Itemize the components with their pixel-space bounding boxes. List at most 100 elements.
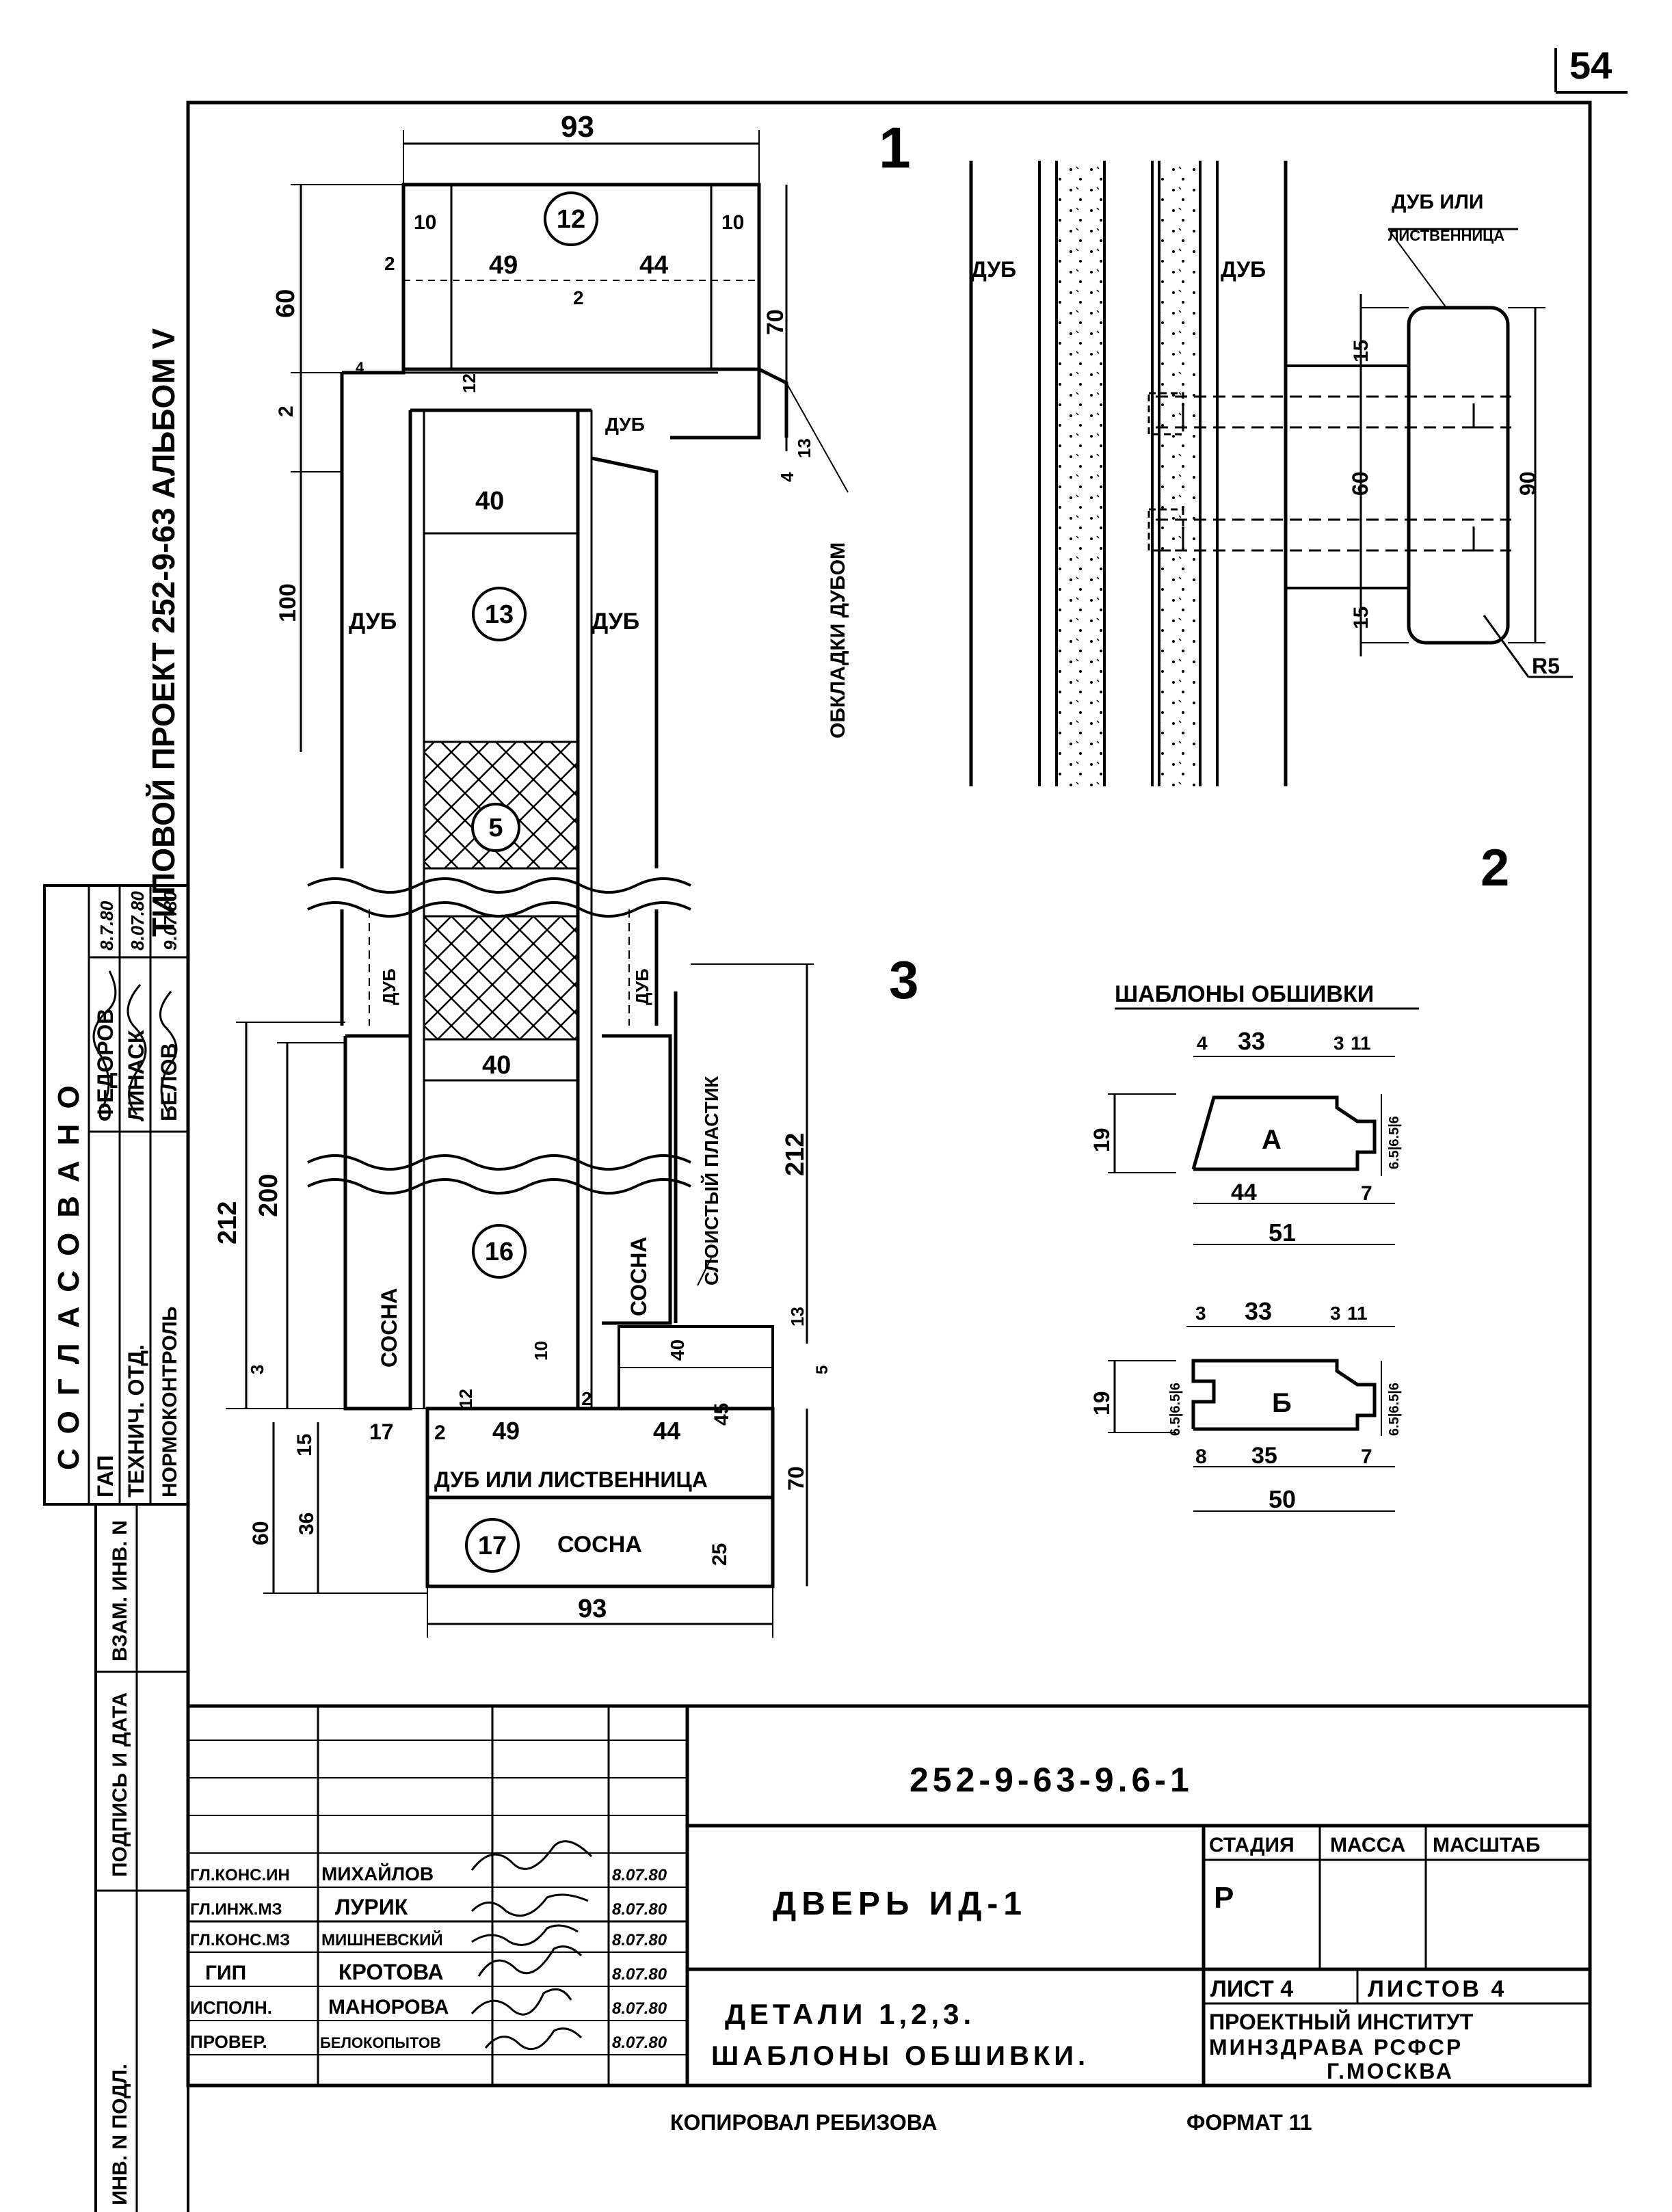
approval-role-2: ТЕХНИЧ. ОТД. [124,1344,148,1497]
dim3-200: 200 [254,1174,283,1217]
signer-date-3: 8.07.80 [612,1931,667,1949]
approval-name-3: БЕЛОВ [157,1043,181,1121]
dim3-10: 10 [531,1341,551,1361]
signature-scribble [470,1893,589,1917]
sheet-title-1: ДЕТАЛИ 1,2,3. [725,1998,975,2030]
org-line-1: ПРОЕКТНЫЙ ИНСТИТУТ [1209,2010,1474,2034]
dim3-70: 70 [784,1466,808,1491]
position-marks: 12 13 5 16 17 [465,191,598,1573]
detail-1-drawing [307,183,788,1588]
dim3-15: 15 [293,1434,316,1456]
d2-dim-60: 60 [1348,471,1372,496]
signer-role-1: ГЛ.КОНС.ИН [190,1866,290,1884]
signer-role-4: ГИП [205,1962,246,1984]
signer-date-5: 8.07.80 [612,1999,667,2018]
signer-name-6: БЕЛОКОПЫТОВ [320,2034,441,2051]
sheet-number: 54 [1569,44,1612,87]
approval-date-2: 8.07.80 [127,891,148,950]
mark-12: 12 [557,205,585,234]
object-name: ДВЕРЬ ИД-1 [773,1886,1027,1922]
sign-date-label: ПОДПИСЬ И ДАТА [109,1692,131,1877]
d2-label-oak-left: ДУБ [971,257,1016,282]
dim-12: 12 [459,373,479,393]
signature-scribble [470,1840,593,1871]
d2-dim-90: 90 [1515,471,1540,496]
signer-name-3: МИШНЕВСКИЙ [321,1930,443,1949]
mark-circle [472,587,527,641]
dim-4-b: 4 [777,472,797,482]
label-oak-vertical-2: ДУБ [632,968,652,1005]
label-pine-right: СОСНА [626,1236,651,1316]
label-oak-lining: ОБКЛАДКИ ДУБОМ [827,542,849,738]
template-B-dim-3a: 3 [1195,1303,1206,1324]
template-B-dim-33: 33 [1245,1297,1272,1325]
dim-2-a: 2 [384,253,395,274]
mass-header: МАССА [1330,1834,1405,1856]
sheets-value: ЛИСТОВ 4 [1368,1976,1507,2002]
template-A-height: 19 [1089,1128,1114,1152]
signer-name-1: МИХАЙЛОВ [321,1863,434,1884]
sheet-title-2: ШАБЛОНЫ ОБШИВКИ. [711,2041,1089,2071]
left-stamp: ВЗАМ. ИНВ. N ПОДПИСЬ И ДАТА ИНВ. N ПОДЛ. [94,1503,189,2212]
dim3-2-a: 2 [434,1422,446,1444]
label-pine-left: СОСНА [377,1288,401,1368]
label-oak-right: ДУБ [592,609,639,635]
template-B-left-dims: 6.5|6.5|6 [1168,1383,1183,1436]
template-B-right-dims: 6.5|6.5|6 [1387,1383,1402,1436]
template-A-dim-4: 4 [1197,1032,1208,1054]
dim-10-right: 10 [721,211,744,234]
mark-16: 16 [485,1238,514,1266]
signer-role-2: ГЛ.ИНЖ.МЗ [190,1900,282,1919]
dim3-17: 17 [369,1420,394,1444]
template-B-dim-3b: 3 [1330,1303,1341,1324]
mark-circle [472,1224,527,1279]
detail-2-drawing [969,161,1573,786]
template-A-dim-3: 3 [1333,1032,1344,1054]
drawing-frame [186,101,1592,2088]
dim3-49: 49 [492,1417,520,1445]
dim-93-top: 93 [561,110,594,144]
title-block [188,1704,1590,2086]
template-A-dim-11: 11 [1351,1032,1371,1054]
signature-scribble [92,970,117,1108]
template-A-right-dims: 6.5|6.5|6 [1387,1116,1402,1169]
approval-date-3: 9.07.80 [160,891,181,950]
signature-scribble [159,991,178,1112]
org-line-2: МИНЗДРАВА РСФСР [1209,2035,1463,2060]
template-A-dim-7: 7 [1361,1182,1372,1205]
template-A-dim-33: 33 [1238,1027,1265,1055]
approval-role-1: ГАП [93,1455,118,1497]
dim3-13: 13 [787,1307,808,1327]
dim3-212-left: 212 [213,1201,242,1244]
template-A-total: 51 [1269,1218,1296,1247]
approval-date-1: 8.7.80 [96,901,117,950]
dim-100: 100 [275,583,301,622]
label-oak-vertical-1: ДУБ [379,968,399,1005]
label-oak-small: ДУБ [605,414,645,435]
signer-date-2: 8.07.80 [612,1900,667,1919]
mark-circle [471,803,520,852]
dim3-25: 25 [708,1543,731,1566]
stage-header: СТАДИЯ [1209,1834,1295,1856]
dim3-40: 40 [667,1340,688,1361]
detail-number-2: 2 [1481,839,1509,897]
footer-format: ФОРМАТ 11 [1186,2110,1312,2135]
dim3-45: 45 [711,1403,733,1426]
mark-17: 17 [478,1532,507,1560]
dim-60: 60 [271,289,300,318]
inv-sub-label: ВЗАМ. ИНВ. N [109,1520,131,1662]
dim-2-c: 2 [275,405,297,417]
dimension-lines [226,130,849,1638]
approval-title: СОГЛАСОВАНО [52,1070,85,1470]
detail-number-1: 1 [879,116,911,180]
dim3-12: 12 [455,1389,476,1409]
dim-44-top: 44 [639,251,668,280]
signer-role-3: ГЛ.КОНС.МЗ [190,1931,290,1949]
template-B-dim-35: 35 [1251,1443,1277,1469]
template-B-height: 19 [1089,1391,1114,1415]
stage-value: Р [1214,1881,1234,1915]
d2-dim-15-bottom: 15 [1350,607,1372,629]
template-A-drawing [1108,1056,1395,1245]
signer-date-4: 8.07.80 [612,1965,667,1984]
